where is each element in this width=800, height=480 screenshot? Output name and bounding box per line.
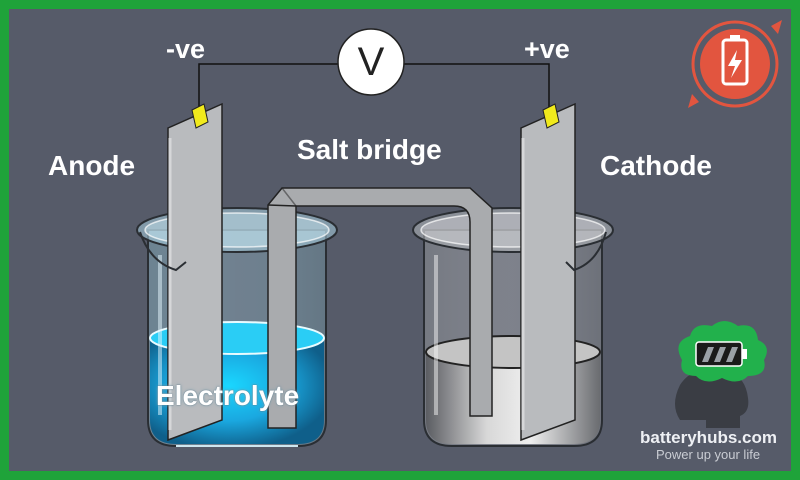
brain-battery-icon	[675, 321, 767, 428]
watermark-brand: batteryhubs.com	[640, 428, 777, 447]
anode-terminal	[191, 103, 209, 129]
positive-terminal-label: +ve	[524, 34, 570, 64]
salt-bridge	[267, 187, 493, 429]
right-beaker	[412, 207, 614, 447]
cathode-electrode	[520, 102, 576, 442]
electrolyte-label: Electrolyte	[156, 380, 300, 411]
watermark-tagline: Power up your life	[656, 447, 761, 462]
salt-bridge-label: Salt bridge	[297, 134, 442, 165]
wire-right	[404, 63, 550, 110]
circuit-wires	[198, 63, 550, 110]
battery-charging-icon	[688, 20, 782, 108]
cathode-label: Cathode	[600, 150, 712, 181]
negative-terminal-label: -ve	[166, 34, 206, 64]
wire-left	[198, 63, 340, 110]
voltmeter	[337, 28, 405, 96]
anode-label: Anode	[48, 150, 136, 181]
voltmeter-symbol: V	[357, 39, 385, 84]
anode-electrode	[167, 102, 223, 442]
cathode-terminal	[542, 103, 560, 129]
